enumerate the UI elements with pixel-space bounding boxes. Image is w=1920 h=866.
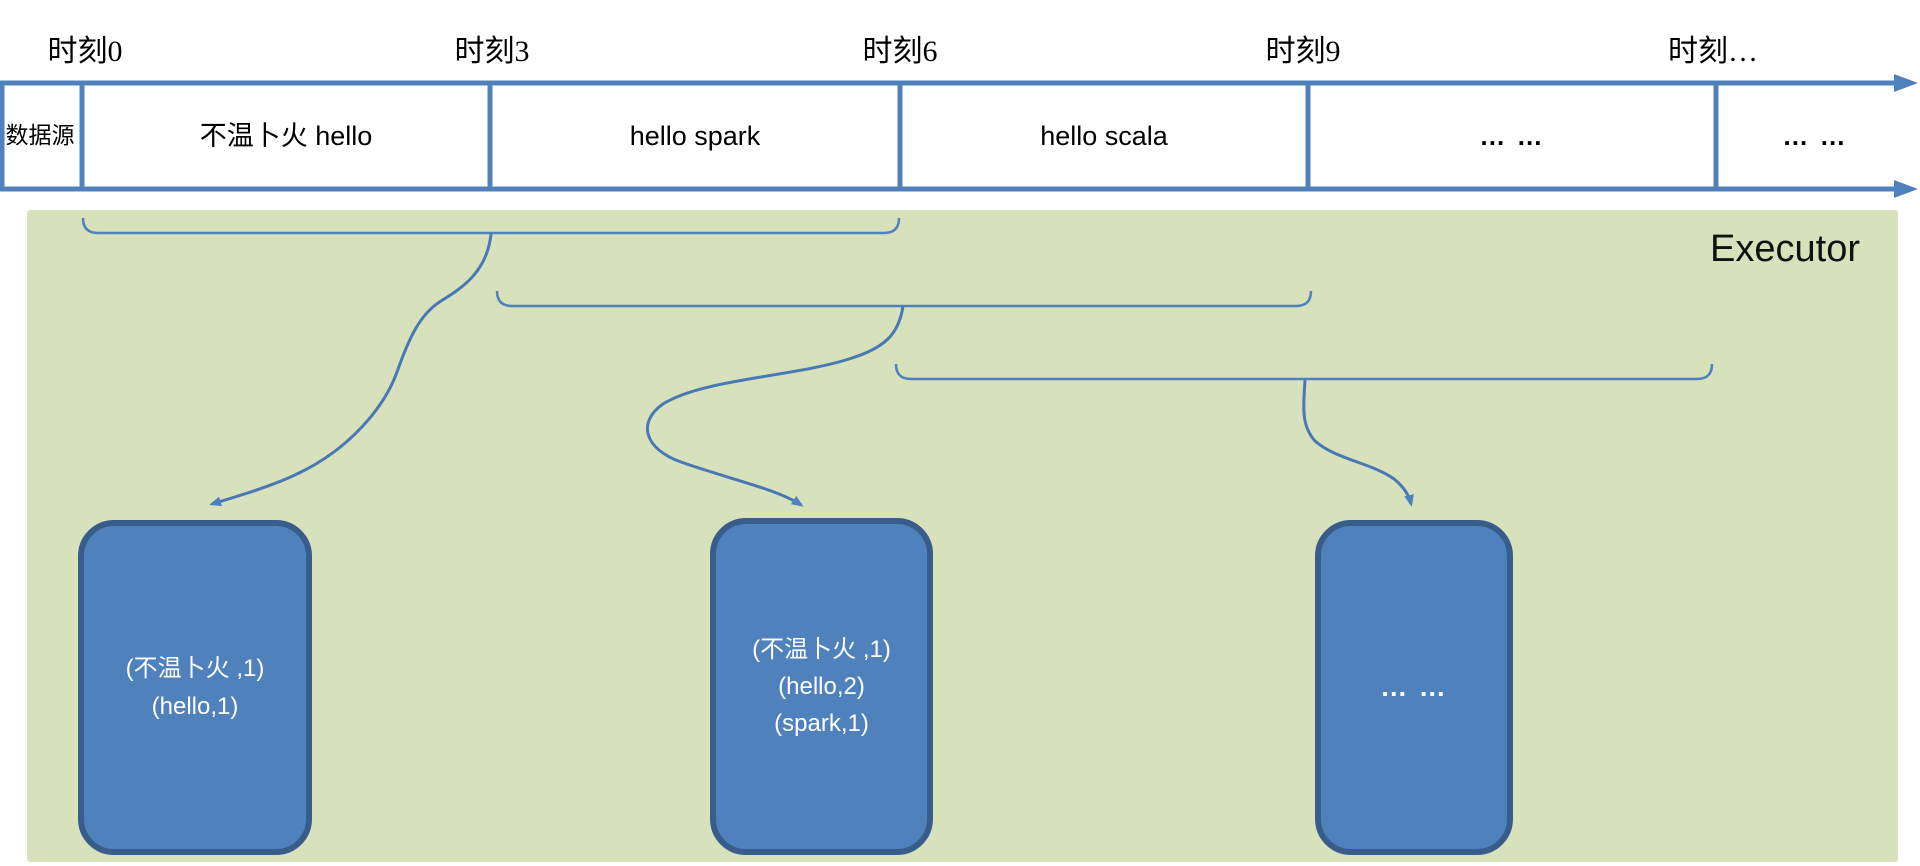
time-label-more: 时刻… — [1668, 35, 1758, 68]
time-label-0: 时刻0 — [47, 35, 123, 68]
flow-arrow-1 — [209, 233, 493, 507]
stream-segment-1: 不温卜火 hello — [199, 121, 373, 151]
executor-title: Executor — [1710, 228, 1860, 270]
flow-arrow-3 — [1302, 379, 1414, 507]
timeline-top-arrowhead-icon — [1894, 74, 1918, 92]
time-label-3: 时刻3 — [454, 35, 530, 68]
wordcount-box-2: (不温卜火 ,1) (hello,2) (spark,1) — [710, 518, 933, 855]
window-bracket-1 — [81, 217, 901, 235]
time-label-6: 时刻6 — [862, 35, 938, 68]
wordcount-line: (不温卜火 ,1) — [752, 635, 891, 663]
wordcount-box-1: (不温卜火 ,1) (hello,1) — [78, 520, 312, 855]
time-label-9: 时刻9 — [1265, 35, 1341, 68]
datasource-label: 数据源 — [5, 123, 75, 148]
wordcount-line: (hello,2) — [778, 672, 865, 700]
window-bracket-2 — [495, 290, 1313, 308]
wordcount-line: (不温卜火 ,1) — [125, 655, 265, 683]
wordcount-line: (spark,1) — [774, 710, 869, 738]
stream-segment-5: … … — [1782, 121, 1848, 151]
wordcount-box-3: … … — [1315, 520, 1513, 855]
stream-segment-2: hello spark — [629, 121, 761, 151]
window-bracket-3 — [894, 363, 1714, 381]
executor-panel — [27, 210, 1898, 862]
timeline-bottom-arrowhead-icon — [1894, 180, 1918, 198]
stream-segment-4: … … — [1479, 121, 1545, 151]
stream-segment-3: hello scala — [1040, 121, 1168, 151]
wordcount-line: … … — [1380, 671, 1448, 702]
wordcount-line: (hello,1) — [151, 692, 239, 720]
flow-arrow-2 — [645, 305, 905, 507]
